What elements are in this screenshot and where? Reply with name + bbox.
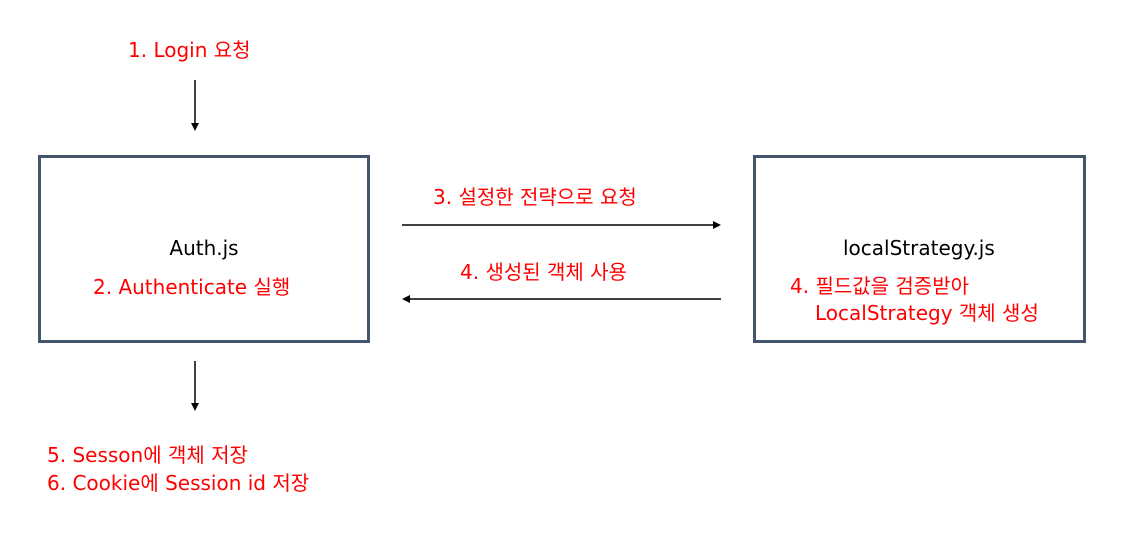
session-store-label: 5. Sesson에 객체 저장: [47, 443, 248, 467]
login-arrow: [191, 80, 199, 131]
cookie-store-label: 6. Cookie에 Session id 저장: [47, 471, 310, 495]
return-arrow: [402, 295, 721, 303]
local-strategy-box: [753, 155, 1086, 343]
create-strategy-label: LocalStrategy 객체 생성: [815, 301, 1039, 325]
auth-node-label: Auth.js: [169, 236, 239, 260]
validate-step-label: 4. 필드값을 검증받아: [790, 274, 969, 298]
session-arrow: [191, 361, 199, 411]
use-object-label: 4. 생성된 객체 사용: [460, 260, 627, 284]
login-step-label: 1. Login 요청: [128, 38, 251, 62]
request-strategy-label: 3. 설정한 전략으로 요청: [433, 185, 637, 209]
authenticate-step-label: 2. Authenticate 실행: [93, 275, 291, 299]
request-arrow: [402, 221, 721, 229]
auth-box: [38, 155, 370, 343]
local-strategy-node-label: localStrategy.js: [843, 236, 995, 260]
